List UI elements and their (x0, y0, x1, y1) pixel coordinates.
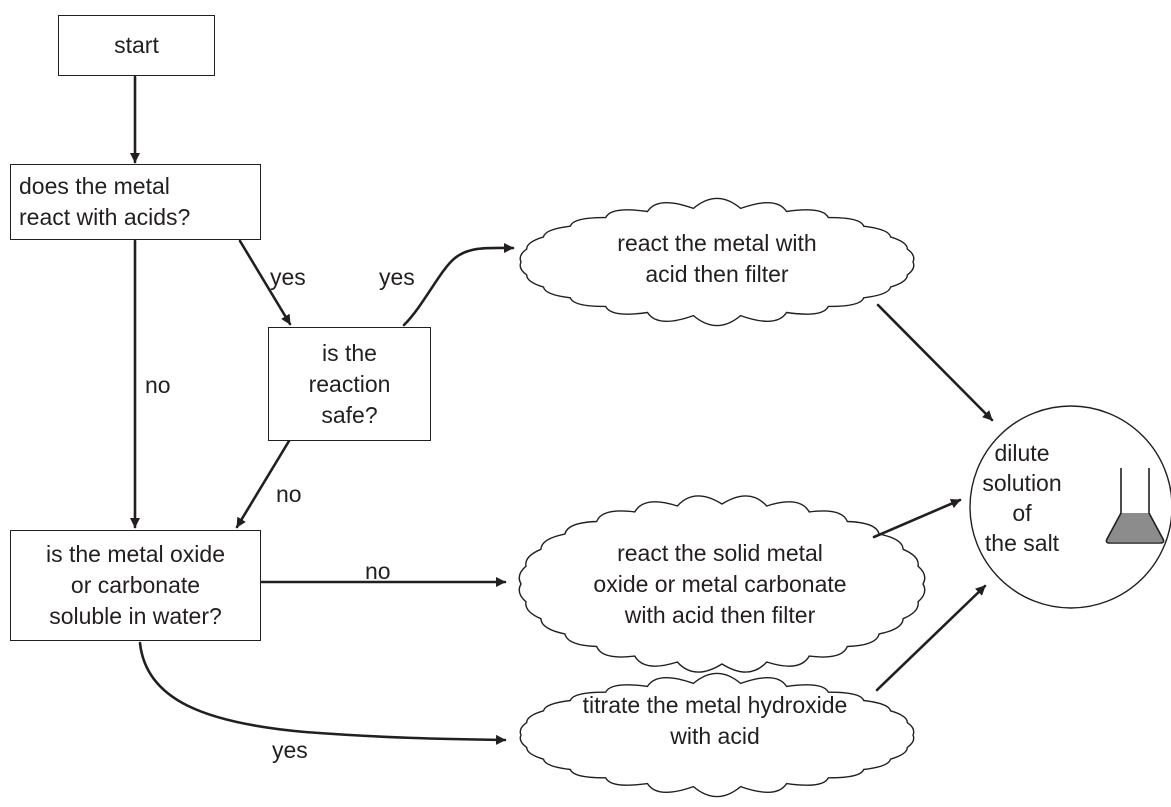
arrow-solid-to-salt (872, 498, 962, 539)
oxide-soluble-box: is the metal oxide or carbonate soluble … (10, 530, 261, 641)
arrow-metal-to-salt (876, 303, 994, 422)
edge-label-soluble-no: no (365, 558, 391, 584)
titrate-label: titrate the metal hydroxide with acid (582, 692, 848, 749)
edge-label-safe-no: no (276, 481, 302, 507)
reaction-safe-box: is the reaction safe? (268, 327, 431, 441)
reaction-safe-label: is the reaction safe? (308, 339, 391, 428)
arrow-soluble-yes (138, 641, 507, 745)
cloud-react-solid (518, 495, 926, 673)
arrow-titrate-to-salt (875, 584, 987, 692)
start-label: start (114, 32, 159, 58)
start-box: start (58, 15, 215, 76)
cloud-titrate (519, 672, 915, 798)
arrow-acids-yes (238, 239, 292, 326)
react-metal-label: react the metal with acid then filter (617, 230, 817, 287)
oxide-soluble-label: is the metal oxide or carbonate soluble … (46, 541, 225, 629)
react-solid-label: react the solid metal oxide or metal car… (593, 540, 847, 628)
dilute-label: dilute solution of the salt (982, 440, 1062, 556)
react-acids-label: does the metal react with acids? (19, 173, 191, 230)
flask-icon (1105, 468, 1165, 544)
edge-label-acids-yes: yes (270, 264, 306, 290)
arrow-safe-no (235, 439, 291, 529)
edge-label-safe-yes: yes (379, 264, 415, 290)
edge-label-acids-no: no (145, 372, 171, 398)
react-acids-box: does the metal react with acids? (10, 164, 261, 240)
arrow-safe-yes (402, 242, 515, 327)
cloud-react-metal (519, 197, 915, 327)
edge-label-soluble-yes: yes (272, 737, 308, 763)
salt-circle (969, 405, 1171, 609)
